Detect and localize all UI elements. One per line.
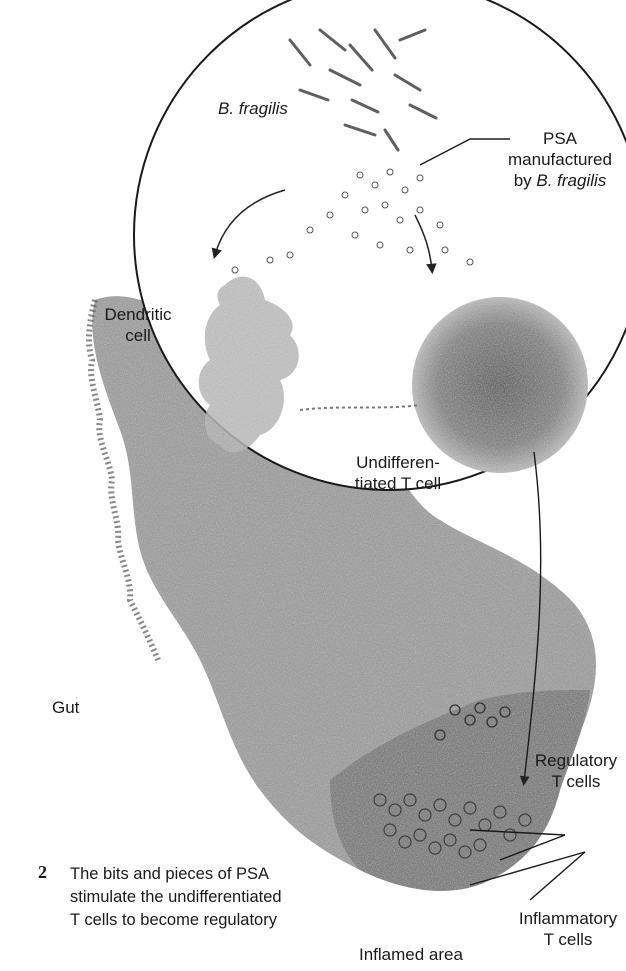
inflammatory-label-line2: T cells (512, 929, 624, 950)
inflammatory-t-cells-label: Inflammatory T cells (512, 908, 624, 950)
caption-line3: T cells to become regulatory (70, 909, 282, 932)
inflamed-area-label: Inflamed area (359, 944, 463, 965)
t-cell-shape (412, 297, 588, 473)
psa-label-line2: manufactured (505, 149, 615, 170)
psa-label-line3: by B. fragilis (505, 170, 615, 191)
dendritic-label-line1: Dendritic (93, 304, 183, 325)
undiff-label-line2: tiated T cell (338, 473, 458, 494)
gut-label: Gut (52, 697, 79, 718)
inflammatory-label-line1: Inflammatory (512, 908, 624, 929)
regulatory-label-line1: Regulatory (528, 750, 624, 771)
undifferentiated-t-cell-label: Undifferen- tiated T cell (338, 452, 458, 494)
caption-text: The bits and pieces of PSA stimulate the… (70, 863, 282, 932)
psa-label-line1: PSA (505, 128, 615, 149)
bacteria-label: B. fragilis (218, 98, 288, 119)
caption-line2: stimulate the undifferentiated (70, 886, 282, 909)
undiff-label-line1: Undifferen- (338, 452, 458, 473)
regulatory-label-line2: T cells (528, 771, 624, 792)
regulatory-t-cells-label: Regulatory T cells (528, 750, 624, 792)
psa-label: PSA manufactured by B. fragilis (505, 128, 615, 191)
dendritic-label-line2: cell (93, 325, 183, 346)
psa-label-line3-italic: B. fragilis (536, 171, 606, 190)
caption-step-number: 2 (38, 862, 47, 883)
dendritic-cell-label: Dendritic cell (93, 304, 183, 346)
caption-line1: The bits and pieces of PSA (70, 863, 282, 886)
psa-label-line3-prefix: by (514, 171, 537, 190)
magnified-inset (134, 0, 626, 490)
